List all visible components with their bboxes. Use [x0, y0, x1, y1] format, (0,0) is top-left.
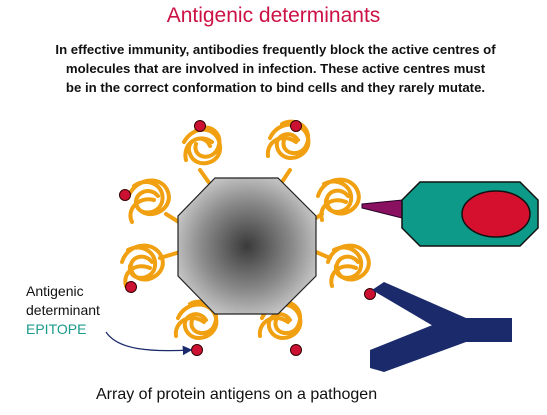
pointer-arrow	[105, 331, 193, 356]
binding-cell	[361, 181, 539, 247]
protein-antigen	[126, 178, 184, 226]
intro-line: be in the correct conformation to bind c…	[65, 80, 486, 95]
label-epitope: EPITOPE	[26, 321, 87, 337]
cell-stalk	[361, 199, 403, 219]
epitope-dot	[194, 120, 206, 132]
protein-antigen	[120, 243, 182, 288]
label-determinant: determinant	[26, 302, 100, 318]
epitope-dot	[290, 344, 302, 356]
protein-antigen	[265, 119, 311, 184]
protein-antigen	[308, 177, 361, 224]
epitope-dot	[119, 189, 131, 201]
page-title: Antigenic determinants	[166, 4, 381, 27]
intro-paragraph: In effective immunity, antibodies freque…	[18, 40, 533, 97]
cell-nucleus	[461, 190, 531, 238]
diagram-caption: Array of protein antigens on a pathogen	[96, 386, 378, 403]
pathogen-core	[177, 177, 317, 315]
epitope-dots	[119, 120, 376, 356]
label-antigenic: Antigenic	[26, 283, 84, 299]
antibody	[370, 282, 512, 372]
epitope-dot	[125, 281, 137, 293]
epitope-dot	[191, 344, 203, 356]
intro-line: molecules that are involved in infection…	[65, 61, 486, 76]
intro-line: In effective immunity, antibodies freque…	[55, 42, 496, 57]
epitope-dot	[364, 288, 376, 300]
epitope-dot	[290, 120, 302, 132]
protein-antigen	[314, 243, 371, 288]
protein-antigen	[182, 125, 222, 186]
antibody-stem	[440, 318, 512, 342]
